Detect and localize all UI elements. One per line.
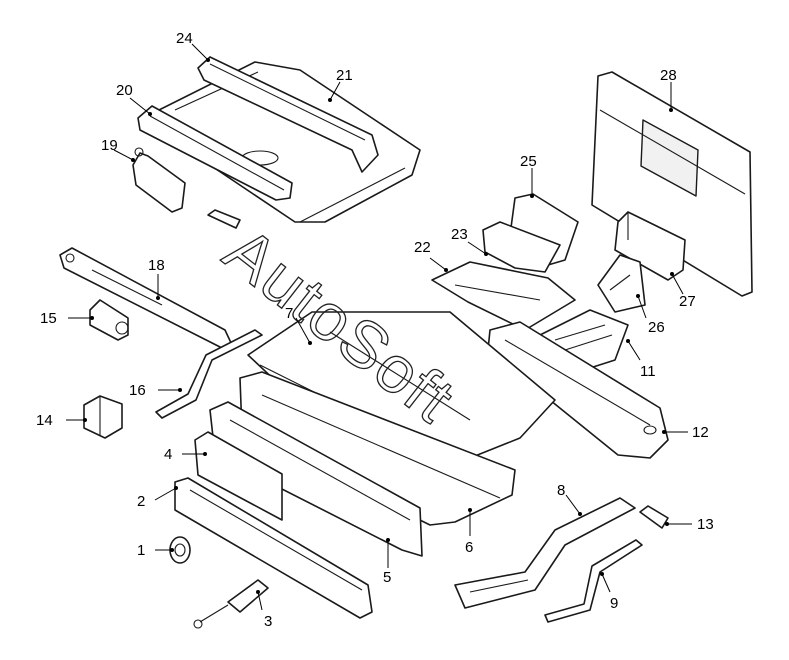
callout-26: 26 [648,319,665,336]
console-body-part-23 [482,221,561,273]
box-part-14 [83,395,123,439]
rear-bulkhead-part-28 [591,71,753,297]
callout-25: 25 [520,153,537,170]
console-box-part-27 [614,211,686,281]
callout-28: 28 [660,67,677,84]
pipe-part-9 [544,539,643,623]
roof-rail-part-21 [197,56,379,173]
callout-19: 19 [101,137,118,154]
pipe-part-16 [155,329,263,419]
callout-22: 22 [414,239,431,256]
front-header-bar-part-20 [137,105,293,201]
mount-clip [207,209,241,229]
callout-9: 9 [610,595,618,612]
callout-20: 20 [116,82,133,99]
callout-13: 13 [697,516,714,533]
callout-11: 11 [640,363,656,380]
sun-visor-part-19 [132,147,186,213]
callout-5: 5 [383,569,391,586]
callout-27: 27 [679,293,696,310]
console-base-part-22 [431,261,576,331]
callout-24: 24 [176,30,193,47]
clip-part-13 [639,505,669,529]
callout-14: 14 [36,412,53,429]
callout-8: 8 [557,482,565,499]
callout-12: 12 [692,424,709,441]
motor-part-15 [89,299,129,341]
beam-part-2 [174,477,373,619]
callout-21: 21 [336,67,353,84]
callout-1: 1 [137,542,145,559]
callout-4: 4 [164,446,172,463]
callout-23: 23 [451,226,468,243]
callout-6: 6 [465,539,473,556]
callout-15: 15 [40,310,57,327]
callout-labels: 1 2 3 4 5 6 7 8 9 11 12 13 14 15 16 18 1… [36,30,714,630]
callout-2: 2 [137,493,145,510]
side-rail-part-8 [454,497,636,609]
floor-side-part-4 [194,431,283,521]
bracket-part-3 [193,579,269,629]
callout-3: 3 [264,613,272,630]
callout-16: 16 [129,382,146,399]
callout-18: 18 [148,257,165,274]
callout-7: 7 [285,305,293,322]
console-tray-part-26 [597,254,646,313]
leader-lines [66,43,692,611]
jack-bar-part-18 [59,247,233,349]
